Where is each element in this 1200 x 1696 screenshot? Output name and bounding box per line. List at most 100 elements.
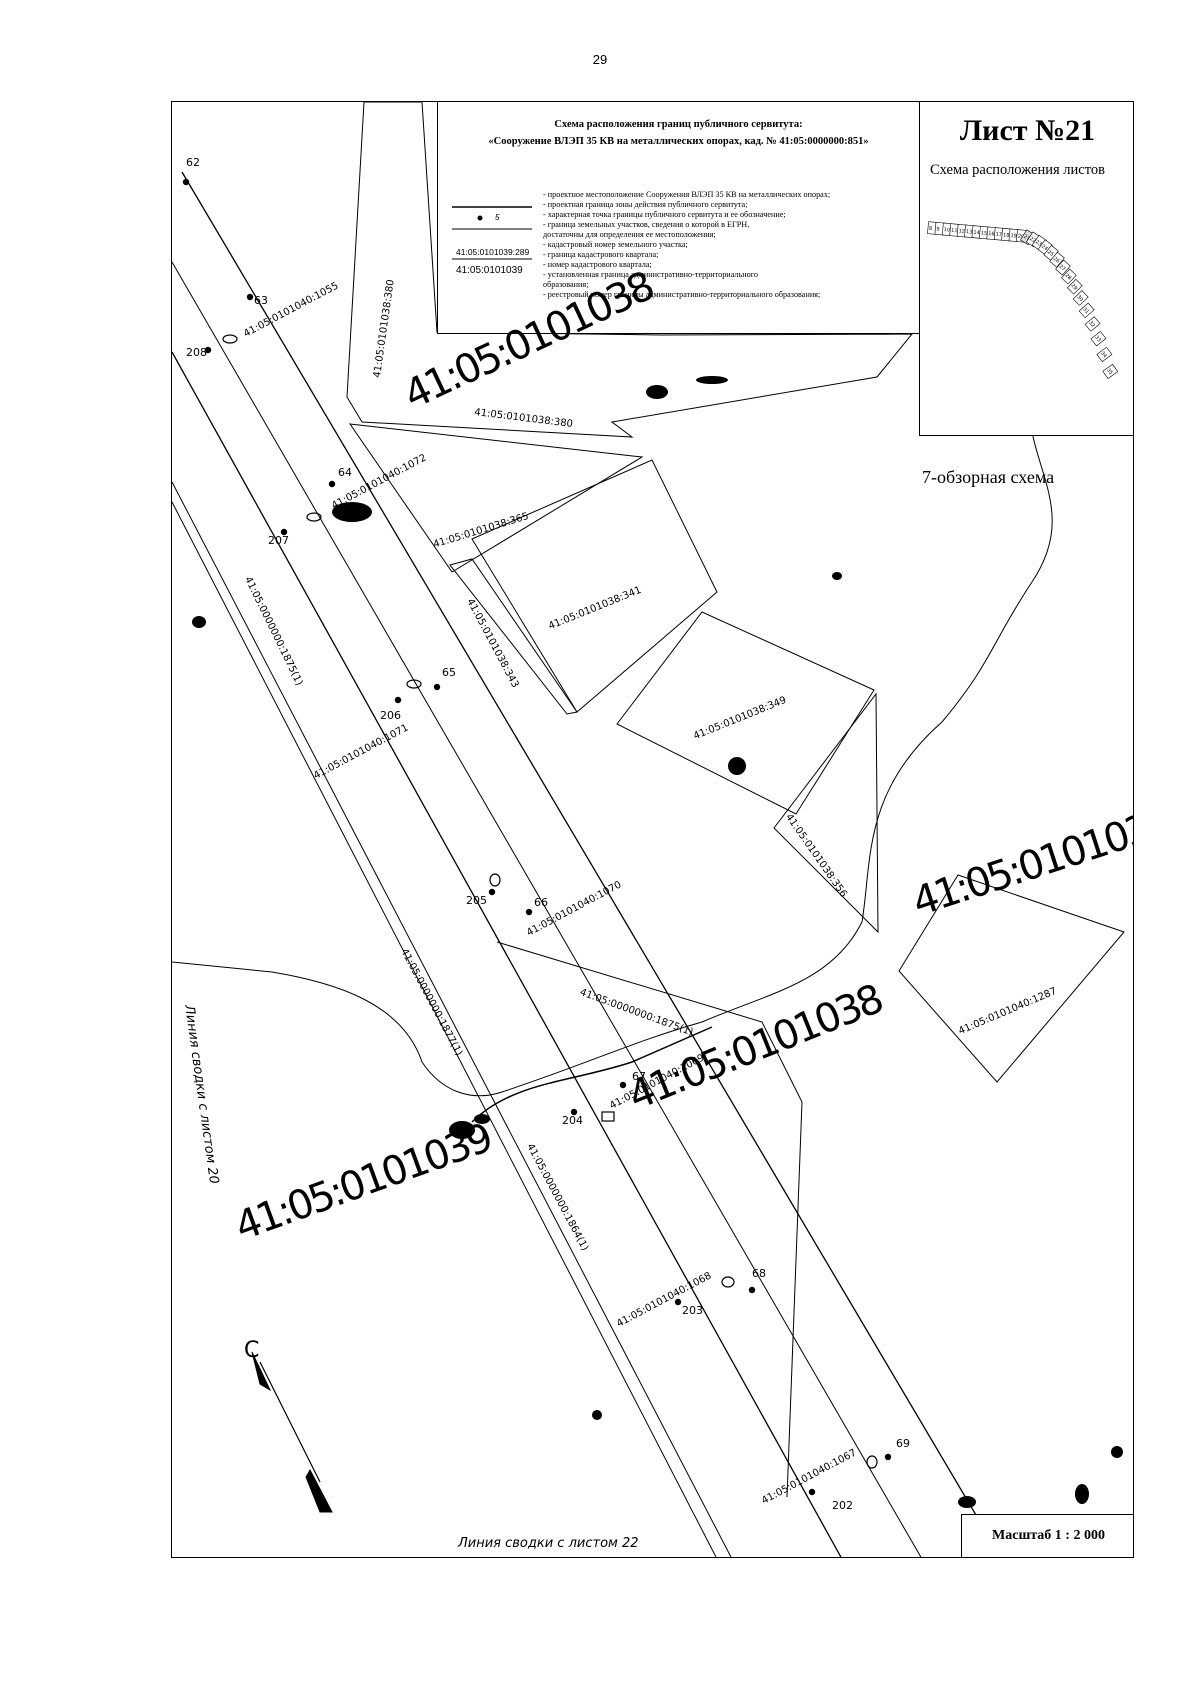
- overview-sheet-number: 25: [1046, 249, 1055, 258]
- legend-item: - номер кадастрового квартала;: [543, 260, 652, 269]
- overview-sheet-number: 13: [966, 229, 973, 236]
- overview-sheet-number: 31: [1081, 306, 1090, 315]
- title-line-2: «Сооружение ВЛЭП 35 КВ на металлических …: [488, 136, 869, 147]
- overview-sheet-number: 9: [936, 226, 940, 232]
- legend-item: - установленная граница административно-…: [543, 270, 758, 279]
- overview-sheet-tile: 34: [1096, 346, 1113, 363]
- point-label: 63: [254, 294, 268, 307]
- parcel-341: [471, 459, 718, 713]
- overview-sheet-number: 33: [1093, 335, 1102, 344]
- overview-sheet-number: 30: [1075, 294, 1084, 303]
- legend-item: - проектное местоположение Сооружения ВЛ…: [543, 190, 831, 199]
- parcel-boundary: [496, 941, 803, 1498]
- map-sheet: Схема расположения границ публичного сер…: [171, 101, 1134, 1558]
- legend-item: - реестровый номер границы административ…: [543, 290, 821, 299]
- point-label: 203: [682, 1304, 703, 1317]
- overview-sheet-number: 14: [973, 230, 980, 237]
- overview-sheet-tile: 29: [1066, 278, 1083, 295]
- overview-sheet-tile: 26: [1049, 251, 1065, 268]
- boundary-points: [182, 178, 892, 1496]
- map-blobs: [192, 376, 1123, 1508]
- overview-sheet-tile: 33: [1090, 330, 1107, 347]
- north-arrow-head: [251, 1351, 272, 1392]
- legend-cadastral-sample: 41:05:0101039:289: [456, 247, 530, 257]
- sheet-number: Лист №21: [919, 102, 1133, 161]
- overview-sheet-number: 35: [1105, 367, 1114, 376]
- overview-title: Схема расположения листов: [930, 162, 1105, 178]
- point-label: 208: [186, 346, 207, 359]
- overview-sheet-number: 21: [1022, 234, 1031, 242]
- scale-label: Масштаб 1 : 2 000: [961, 1514, 1133, 1557]
- parcel-365: [348, 423, 644, 573]
- road-line-2: [172, 501, 717, 1557]
- overview-sheet-number: 23: [1034, 239, 1043, 248]
- point-label: 62: [186, 156, 200, 169]
- servitude-boundary-right: [181, 171, 1002, 1557]
- overview-sheet-number: 19: [1010, 233, 1017, 240]
- overview-sheet-tile: 28: [1061, 268, 1077, 285]
- parcel-343: [449, 558, 578, 715]
- power-line-axis: [172, 261, 922, 1557]
- quarter-boundary-line: [172, 431, 1053, 1097]
- overview-sheet-number: 32: [1087, 320, 1096, 329]
- overview-sheet-number: 8: [929, 226, 933, 232]
- point-label: 65: [442, 666, 456, 679]
- overview-sheet-number: 34: [1099, 350, 1108, 359]
- overview-sheet-tile: 27: [1055, 259, 1071, 276]
- legend-item: образования;: [543, 280, 589, 289]
- overview-sheet-number: 10: [943, 227, 950, 234]
- north-label: С: [244, 1338, 260, 1363]
- legend-item: - граница земельных участков, сведения о…: [543, 220, 750, 229]
- overview-caption: 7-обзорная схема: [922, 467, 1055, 487]
- road-line-1: [172, 481, 732, 1557]
- parcel-1287: [898, 874, 1125, 1083]
- legend-item: - граница кадастрового квартала;: [543, 250, 659, 259]
- overview-sheet-number: 11: [951, 228, 958, 235]
- parcel-356: [773, 692, 879, 934]
- legend-box: 5 41:05:0101039:289 41:05:0101039 - прое…: [437, 157, 920, 334]
- overview-sheet-number: 22: [1028, 236, 1037, 245]
- overview-sheet-tile: 32: [1084, 316, 1101, 332]
- overview-sheet-number: 16: [988, 231, 995, 238]
- point-label: 64: [338, 466, 352, 479]
- legend-quarter-line: [452, 258, 532, 260]
- title-line-1: Схема расположения границ публичного сер…: [554, 119, 803, 130]
- point-label: 66: [534, 896, 548, 909]
- overview-sheet-number: 12: [958, 228, 965, 235]
- overview-sheet-number: 28: [1064, 273, 1073, 282]
- point-label: 202: [832, 1499, 853, 1512]
- point-label: 67: [632, 1070, 646, 1083]
- page-number: 29: [592, 52, 608, 67]
- overview-sheet-number: 17: [995, 232, 1002, 239]
- legend-item: - кадастровый номер земельного участка;: [543, 240, 688, 249]
- parcel-380: [346, 102, 914, 438]
- seam-label-bottom: Линия сводки с листом 22: [458, 1536, 639, 1551]
- point-label: 69: [896, 1437, 910, 1450]
- overview-sheet-tile: 35: [1102, 363, 1119, 379]
- point-label: 204: [562, 1114, 583, 1127]
- point-label: 68: [752, 1267, 766, 1280]
- overview-sheet-number: 18: [1003, 232, 1010, 239]
- servitude-boundary-left: [172, 351, 842, 1557]
- overview-sheet-number: 29: [1069, 283, 1078, 292]
- north-arrow-tail: [305, 1468, 333, 1513]
- overview-sheet-number: 27: [1058, 264, 1067, 273]
- legend-point-label: 5: [495, 213, 500, 222]
- north-arrow-shaft: [259, 1361, 321, 1483]
- point-label: 205: [466, 894, 487, 907]
- overview-sheet-number: 26: [1052, 256, 1061, 265]
- point-label: 206: [380, 709, 401, 722]
- legend-item: достаточны для определения ее местополож…: [543, 230, 716, 239]
- overview-sheet-tile: 31: [1078, 302, 1095, 319]
- parcel-349: [616, 611, 875, 815]
- overview-sheet-number: 15: [981, 230, 988, 237]
- overview-sheet-number: 24: [1040, 244, 1049, 253]
- cadastral-map: [172, 102, 1125, 1557]
- point-label: 207: [268, 534, 289, 547]
- track-line: [471, 1026, 713, 1123]
- overview-sheet-tile: 30: [1072, 290, 1089, 306]
- pillar-outlines: [222, 334, 878, 1469]
- legend-item: - проектная граница зоны действия публич…: [543, 200, 748, 209]
